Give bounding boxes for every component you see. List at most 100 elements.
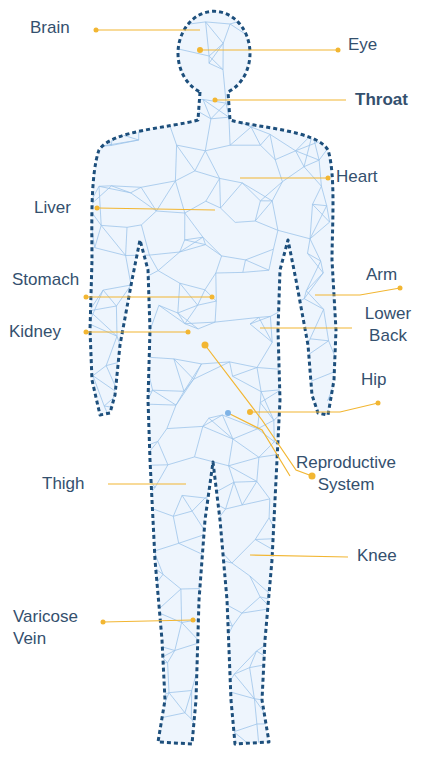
mesh-line: [100, 614, 115, 646]
mesh-line: [125, 93, 157, 98]
mesh-line: [232, 563, 250, 576]
mesh-line: [178, 313, 198, 329]
mesh-line: [334, 20, 340, 48]
body-part-label: Stomach: [12, 269, 79, 291]
mesh-line: [86, 586, 128, 599]
mesh-line: [143, 574, 164, 601]
mesh-line: [313, 204, 330, 222]
mesh-line: [330, 668, 335, 688]
mesh-line: [168, 457, 195, 465]
mesh-line: [311, 600, 333, 627]
mesh-line: [203, 237, 222, 256]
mesh-line: [282, 167, 304, 182]
mesh-line: [153, 390, 176, 405]
mesh-line: [141, 211, 156, 225]
mesh-line: [313, 134, 320, 161]
mesh-line: [126, 599, 128, 616]
mesh-line: [124, 664, 150, 674]
mesh-line: [93, 376, 119, 394]
mesh-line: [333, 627, 340, 647]
body-part-label: Heart: [336, 166, 378, 188]
body-part-label: Kidney: [9, 321, 61, 343]
mesh-line: [308, 11, 339, 48]
mesh-line: [175, 181, 184, 213]
mesh-line: [211, 117, 229, 119]
mesh-line: [302, 68, 327, 71]
mesh-line: [100, 446, 124, 454]
mesh-line: [119, 361, 126, 394]
mesh-line: [195, 171, 220, 179]
mesh-line: [120, 696, 139, 704]
mesh-line: [99, 728, 118, 738]
mesh-line: [103, 480, 132, 489]
mesh-line: [334, 689, 337, 727]
mesh-line: [303, 522, 320, 532]
mesh-line: [93, 376, 104, 406]
mesh-line: [101, 225, 125, 255]
mesh-line: [178, 283, 180, 313]
mesh-line: [270, 316, 272, 342]
mesh-line: [85, 15, 117, 31]
mesh-line: [104, 646, 116, 652]
mesh-line: [101, 81, 125, 93]
mesh-line: [172, 49, 177, 66]
mesh-line: [307, 727, 337, 751]
mesh-line: [206, 178, 220, 201]
mesh-line: [174, 359, 184, 391]
mesh-line: [200, 618, 207, 642]
mesh-line: [229, 466, 257, 482]
mesh-line: [251, 97, 262, 127]
mesh-line: [251, 127, 260, 145]
mesh-line: [102, 132, 114, 146]
mesh-line: [259, 453, 287, 457]
mesh-line: [141, 505, 173, 517]
mesh-line: [281, 370, 286, 390]
mesh-line: [304, 160, 319, 167]
mesh-line: [304, 515, 335, 533]
mesh-line: [92, 93, 124, 100]
mesh-line: [233, 439, 259, 457]
mesh-line: [215, 301, 216, 322]
mesh-line: [112, 47, 113, 68]
mesh-line: [259, 317, 272, 342]
mesh-line: [177, 145, 195, 171]
mesh-line: [101, 54, 105, 82]
mesh-line: [307, 646, 330, 668]
mesh-line: [158, 429, 167, 442]
mesh-line: [185, 324, 198, 329]
mesh-line: [106, 361, 125, 366]
mesh-line: [103, 285, 131, 290]
mesh-line: [180, 283, 205, 290]
mesh-line: [313, 133, 339, 134]
mesh-line: [173, 495, 182, 516]
mesh-line: [99, 186, 101, 225]
mesh-line: [89, 306, 116, 311]
mesh-line: [139, 98, 157, 123]
mesh-line: [221, 208, 236, 222]
mesh-line: [185, 691, 192, 713]
mesh-line: [208, 557, 232, 563]
mesh-line: [92, 81, 101, 99]
mesh-line: [246, 249, 274, 260]
mesh-line: [260, 134, 270, 145]
mesh-line: [262, 94, 283, 97]
mesh-line: [257, 724, 260, 753]
mesh-line: [306, 291, 323, 310]
body-part-label: Eye: [348, 34, 377, 56]
mesh-line: [275, 151, 295, 160]
mesh-line: [306, 71, 327, 95]
mesh-line: [280, 743, 307, 751]
mesh-line: [274, 626, 306, 640]
mesh-line: [100, 431, 115, 446]
mesh-line: [195, 426, 203, 457]
mesh-line: [132, 505, 141, 510]
mesh-line: [158, 252, 180, 271]
mesh-line: [184, 364, 202, 391]
mesh-line: [157, 51, 172, 66]
mesh-line: [284, 703, 311, 716]
mesh-line: [221, 183, 243, 208]
mesh-line: [233, 368, 257, 377]
mesh-line: [235, 221, 255, 222]
mesh-line: [205, 145, 230, 151]
mesh-line: [303, 359, 305, 384]
